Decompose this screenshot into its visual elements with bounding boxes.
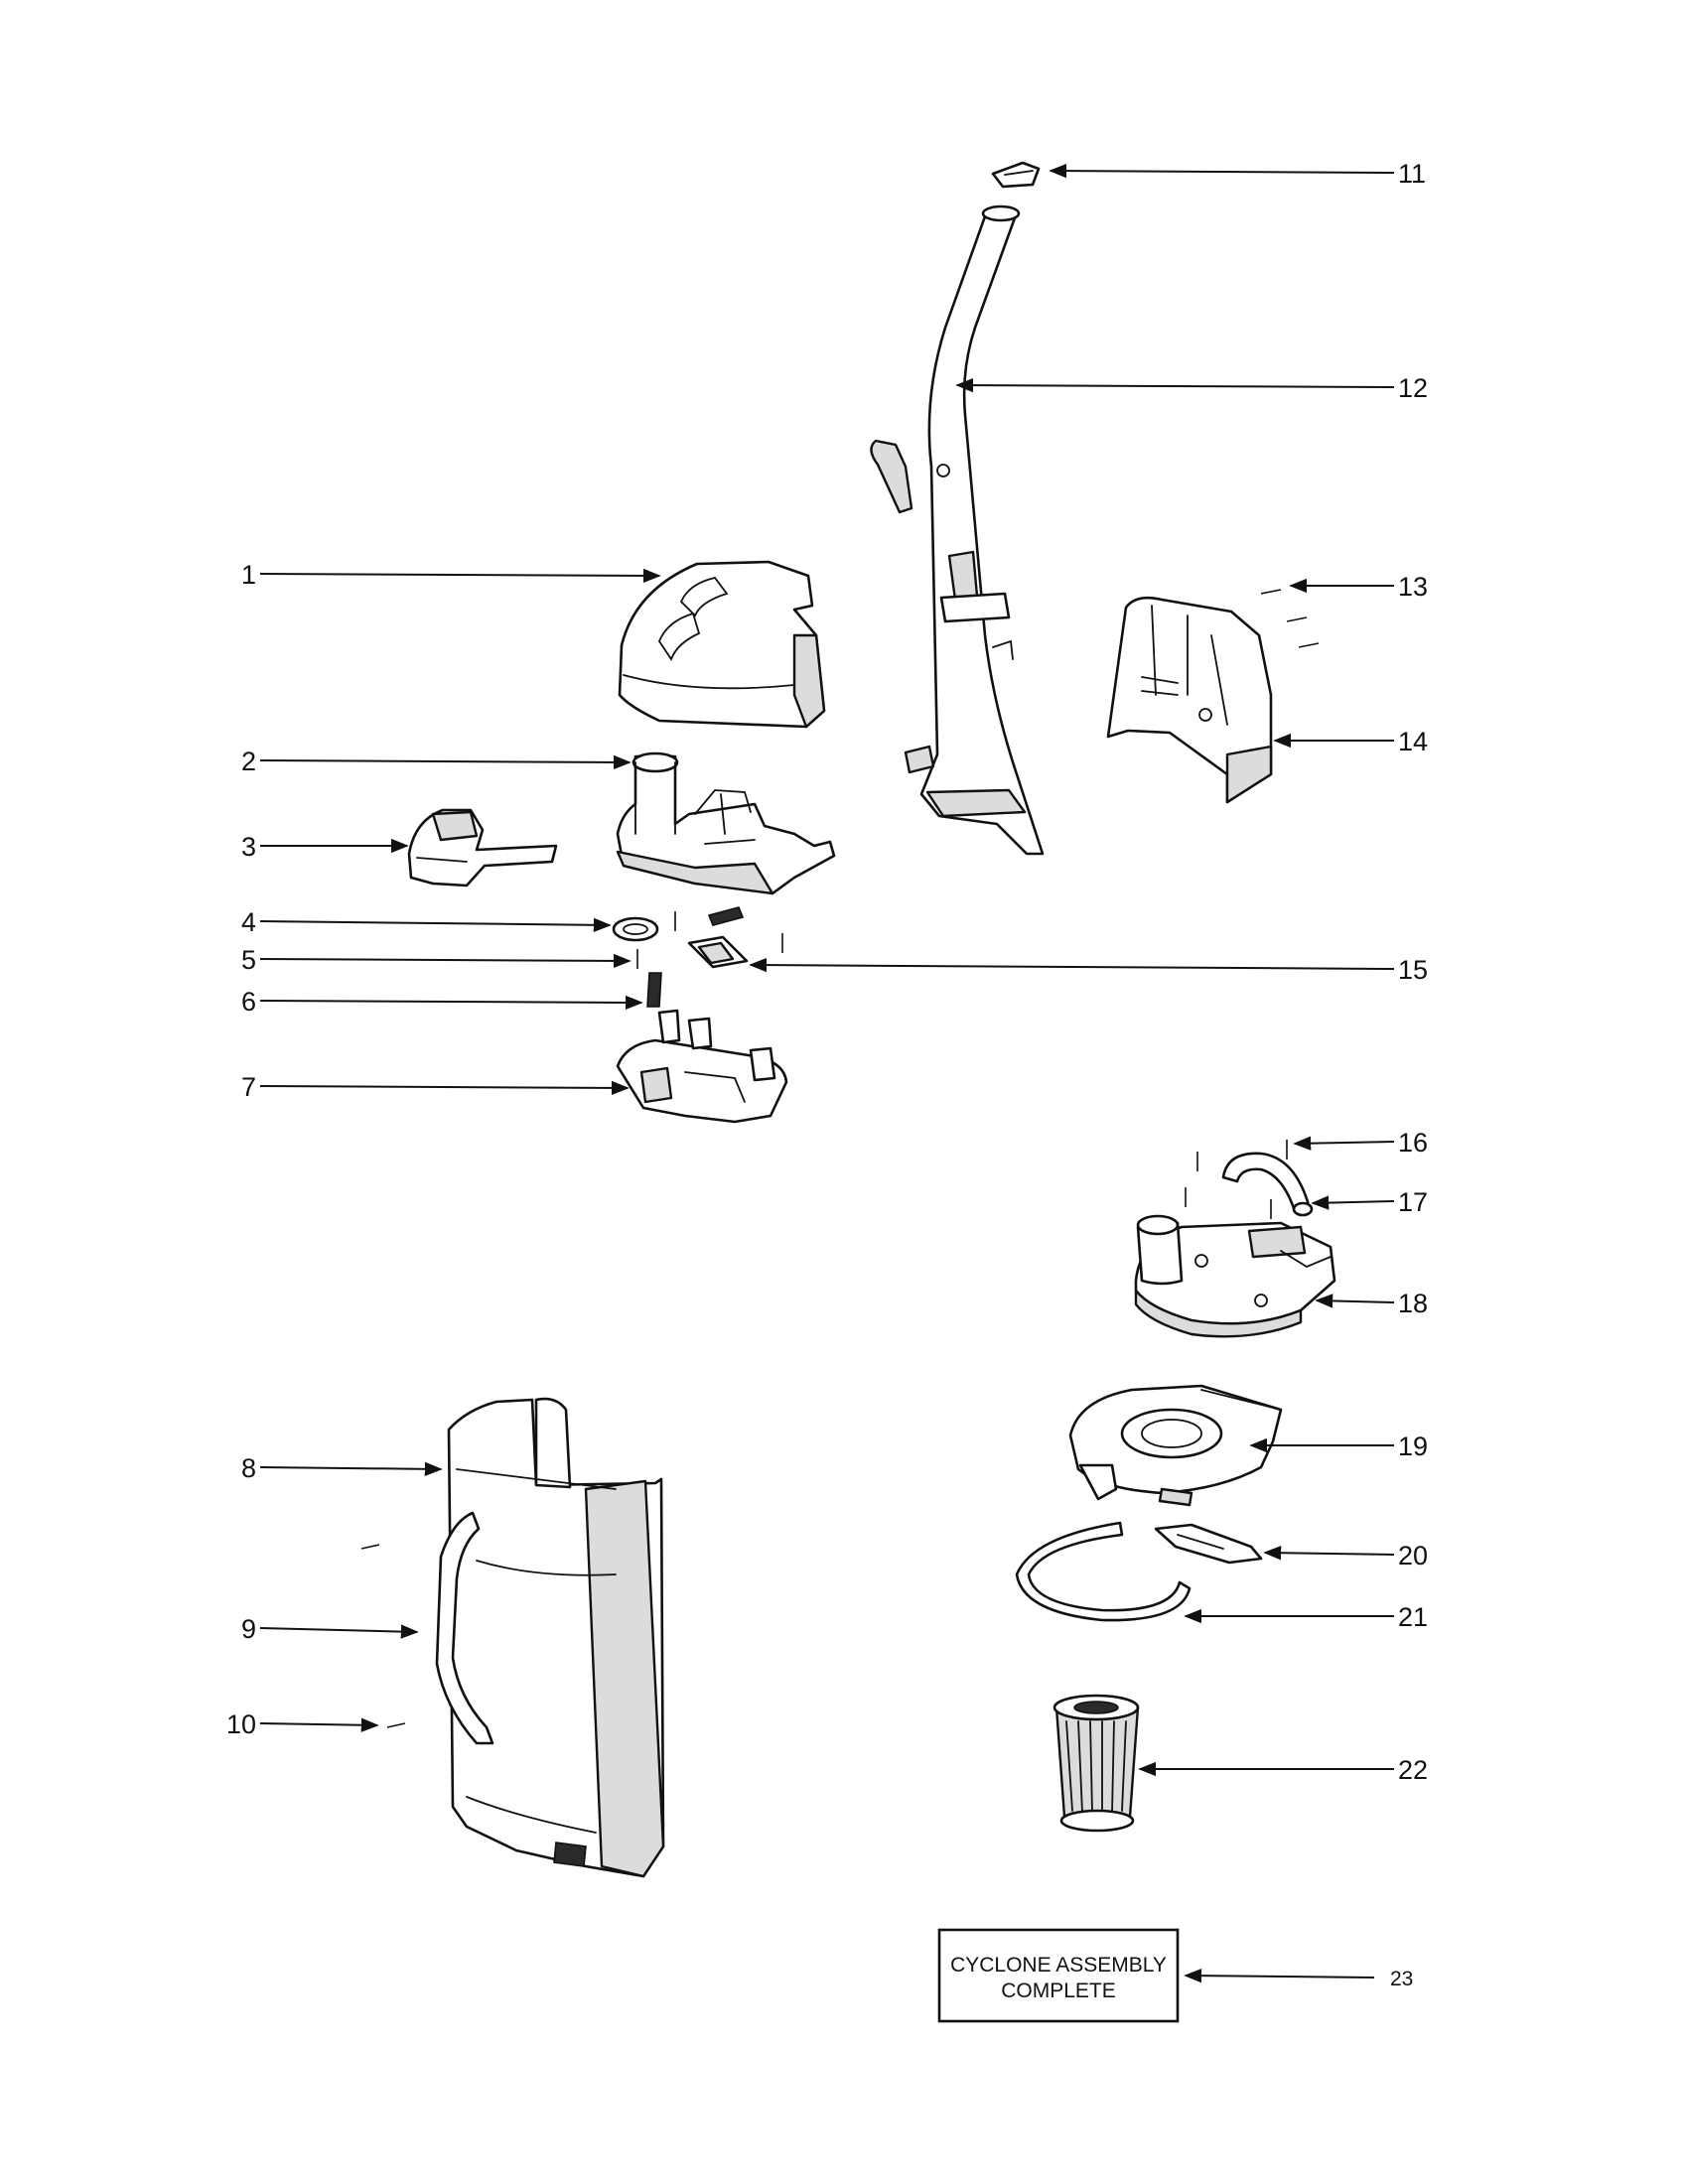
part-20-gasket [1154, 1523, 1263, 1565]
callout-labels: 11 12 13 14 15 16 17 18 19 20 21 22 23 1… [226, 159, 1428, 1990]
part-12-handle [870, 205, 1045, 856]
label-16: 16 [1398, 1128, 1428, 1158]
label-12: 12 [1398, 373, 1428, 403]
label-5: 5 [241, 945, 256, 975]
assembly-box-line-1: CYCLONE ASSEMBLY [950, 1954, 1167, 1977]
part-7-base-plate [616, 1009, 788, 1124]
part-14-rear-cover [1106, 596, 1273, 804]
label-22: 22 [1398, 1755, 1428, 1785]
label-23: 23 [1390, 1968, 1413, 1990]
cyclone-assembly-box: CYCLONE ASSEMBLY COMPLETE [937, 1928, 1180, 2023]
label-14: 14 [1398, 727, 1428, 756]
part-22-filter [1052, 1694, 1140, 1833]
part-3-bracket [407, 808, 558, 887]
part-19-cyclone-ring [1068, 1384, 1283, 1507]
label-20: 20 [1398, 1541, 1428, 1570]
part-8-dust-cup [447, 1397, 665, 1878]
part-6-spring [646, 972, 662, 1008]
part-21-split-ring [1015, 1521, 1192, 1622]
part-2-base-housing [616, 751, 836, 895]
label-3: 3 [241, 832, 256, 862]
label-15: 15 [1398, 955, 1428, 985]
label-18: 18 [1398, 1289, 1428, 1318]
assembly-box-line-2: COMPLETE [1001, 1979, 1116, 2002]
part-15-latch-assembly [674, 906, 783, 969]
label-9: 9 [241, 1614, 256, 1644]
label-13: 13 [1398, 572, 1428, 602]
label-6: 6 [241, 987, 256, 1017]
part-13-screws [1260, 589, 1320, 648]
label-1: 1 [241, 560, 256, 590]
label-2: 2 [241, 747, 256, 776]
part-18-cyclone-top [1134, 1214, 1336, 1338]
label-7: 7 [241, 1072, 256, 1102]
label-10: 10 [226, 1709, 256, 1739]
part-11-handle-cap [991, 161, 1041, 189]
label-11: 11 [1398, 159, 1426, 189]
label-8: 8 [241, 1453, 256, 1483]
part-16-screws [1185, 1140, 1288, 1219]
leader-lines [259, 163, 1395, 1983]
part-1-hood-cover [618, 560, 826, 729]
label-17: 17 [1398, 1187, 1428, 1217]
label-4: 4 [241, 907, 256, 937]
part-17-arc-tube [1221, 1152, 1314, 1217]
label-21: 21 [1398, 1602, 1428, 1632]
part-4-washer [612, 916, 659, 942]
part-9-carry-handle [435, 1511, 494, 1745]
label-19: 19 [1398, 1432, 1428, 1461]
part-10-screw [360, 1544, 406, 1728]
